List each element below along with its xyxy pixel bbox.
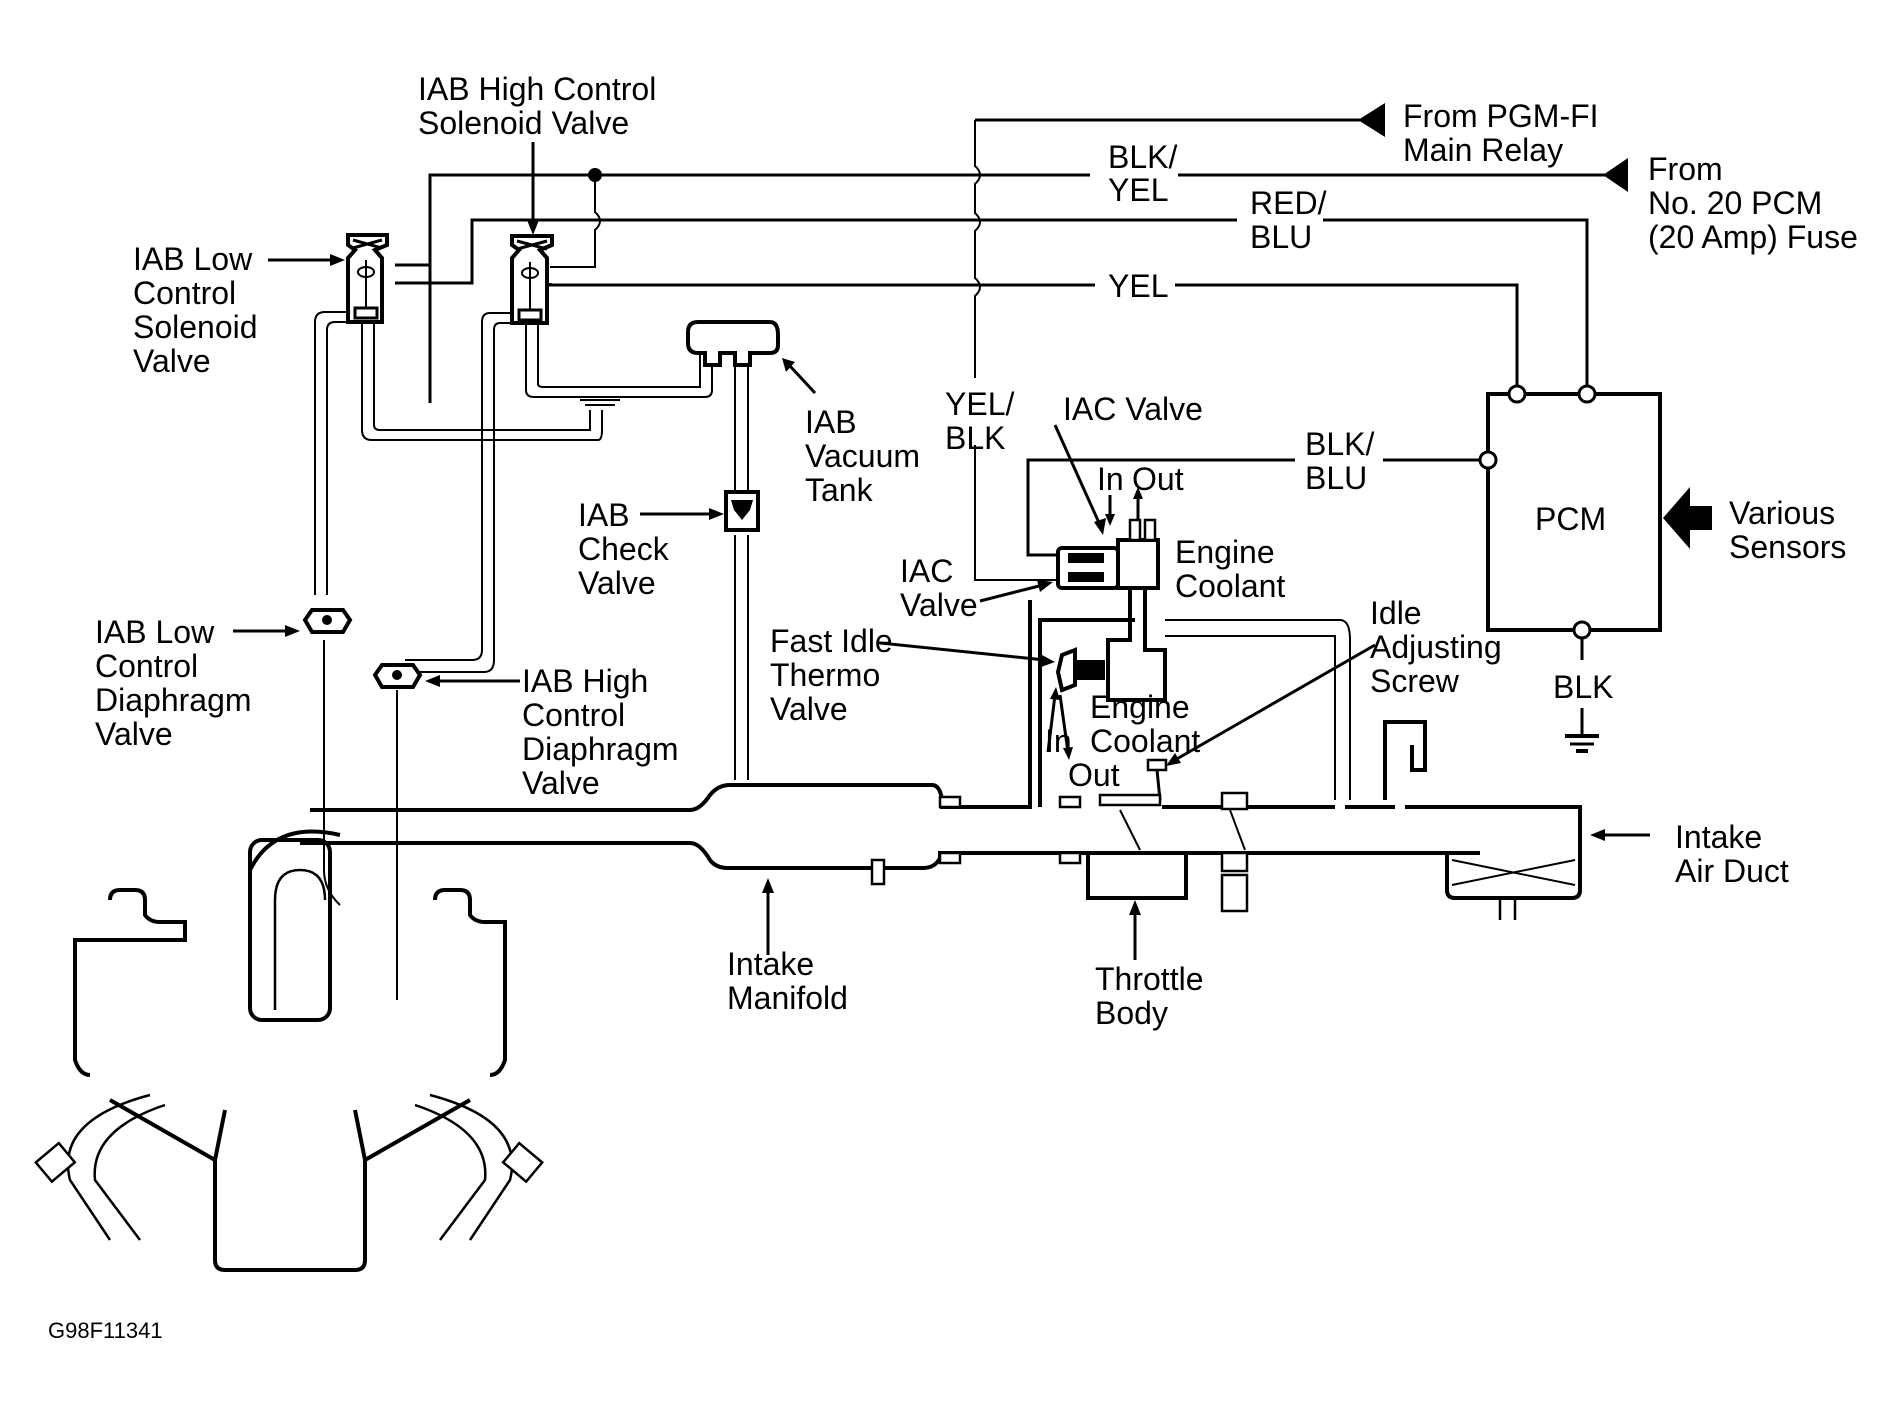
label-iab-low-diaphragm-3: Diaphragm (95, 682, 252, 718)
wire-red-blu (395, 218, 1237, 285)
label-idle-adjusting-3: Screw (1370, 663, 1460, 699)
pcm-terminal-ground (1572, 620, 1592, 640)
label-iab-low-diaphragm-1: IAB Low (95, 614, 215, 650)
pcm-terminal-blk-blu (1478, 450, 1498, 470)
wire-blk-yel-branch (550, 175, 601, 268)
iab-high-control-solenoid-valve[interactable] (510, 234, 554, 325)
label-iab-high-diaphragm-1: IAB High (522, 663, 648, 699)
label-iab-vacuum-tank-1: IAB (805, 404, 857, 440)
label-fast-idle-3: Valve (770, 691, 848, 727)
throttle-body[interactable] (1086, 791, 1249, 913)
pcm-terminal-red-blu (1577, 384, 1597, 404)
label-iab-high-diaphragm-4: Valve (522, 765, 600, 801)
label-iab-low-solenoid-4: Valve (133, 343, 211, 379)
wire-label-blk-blu-1: BLK/ (1305, 426, 1374, 462)
wire-label-red-blu-2: BLU (1250, 219, 1312, 255)
iab-low-control-diaphragm-valve[interactable] (302, 608, 353, 634)
label-iab-low-solenoid-1: IAB Low (133, 241, 253, 277)
ground-icon (1565, 734, 1599, 753)
label-idle-adjusting-1: Idle (1370, 595, 1422, 631)
label-iab-low-diaphragm-2: Control (95, 648, 198, 684)
intake-manifold[interactable] (300, 600, 1480, 886)
label-iac-valve-left-1: IAC (900, 553, 953, 589)
label-intake-air-duct-2: Air Duct (1675, 853, 1789, 889)
label-intake-air-duct-1: Intake (1675, 819, 1762, 855)
label-various-sensors-2: Sensors (1729, 529, 1846, 565)
wire-label-yel: YEL (1108, 268, 1168, 304)
label-from-fuse-1: From (1648, 151, 1723, 187)
wire-label-blk-blu-2: BLU (1305, 460, 1367, 496)
wire-yel-right (1175, 283, 1519, 390)
pcm-label: PCM (1535, 501, 1606, 537)
iac-valve[interactable] (1056, 518, 1160, 590)
wire-label-red-blu-1: RED/ (1250, 185, 1327, 221)
iab-low-control-solenoid-valve[interactable] (346, 233, 389, 324)
figure-id: G98F11341 (48, 1318, 163, 1343)
label-iab-high-solenoid-2: Solenoid Valve (418, 105, 629, 141)
iab-high-control-diaphragm-valve[interactable] (372, 663, 423, 689)
wire-blk-blu (1026, 458, 1295, 557)
label-in-lower: In (1045, 723, 1072, 759)
label-iab-check-valve-2: Check (578, 531, 670, 567)
coolant-passage (1106, 588, 1351, 800)
label-intake-manifold-2: Manifold (727, 980, 848, 1016)
label-out-lower: Out (1068, 757, 1120, 793)
label-out-upper: Out (1132, 461, 1184, 497)
label-iab-low-diaphragm-4: Valve (95, 716, 173, 752)
label-iab-high-solenoid-1: IAB High Control (418, 71, 656, 107)
vacuum-hoses (314, 311, 749, 1000)
intake-air-duct[interactable] (1383, 720, 1582, 920)
label-from-pgmfi-2: Main Relay (1403, 132, 1563, 168)
label-iac-valve-left-2: Valve (900, 587, 978, 623)
label-throttle-body-2: Body (1095, 995, 1168, 1031)
label-in-upper: In (1097, 461, 1124, 497)
label-iab-high-diaphragm-3: Diaphragm (522, 731, 679, 767)
various-sensors-arrow-icon (1663, 487, 1712, 549)
labels: IAB High Control Solenoid Valve IAB Low … (48, 71, 1858, 1343)
label-from-pgmfi-1: From PGM-FI (1403, 98, 1599, 134)
label-engine-coolant-lower-1: Engine (1090, 689, 1190, 725)
wire-yel-blk-lower (974, 445, 1058, 581)
connector-arrow-pgmfi (1358, 103, 1385, 137)
pcm-terminal-yel (1507, 384, 1527, 404)
label-fast-idle-2: Thermo (770, 657, 880, 693)
engine (34, 829, 544, 1272)
connector-arrow-fuse (1603, 158, 1628, 192)
wire-label-yel-blk-1: YEL/ (945, 386, 1014, 422)
fast-idle-thermo-valve[interactable] (1055, 647, 1105, 693)
iab-vacuum-tank[interactable] (686, 320, 780, 367)
label-idle-adjusting-2: Adjusting (1370, 629, 1502, 665)
label-engine-coolant-upper-1: Engine (1175, 534, 1275, 570)
label-various-sensors-1: Various (1729, 495, 1835, 531)
wire-blk-yel (428, 173, 1090, 403)
label-intake-manifold-1: Intake (727, 946, 814, 982)
label-iab-low-solenoid-3: Solenoid (133, 309, 258, 345)
label-throttle-body-1: Throttle (1095, 961, 1203, 997)
label-iab-high-diaphragm-2: Control (522, 697, 625, 733)
wire-yel-blk (974, 120, 981, 378)
wiring (395, 103, 1628, 753)
wire-label-yel-blk-2: BLK (945, 420, 1005, 456)
wire-label-blk-yel-2: YEL (1108, 172, 1168, 208)
wire-yel (548, 283, 1095, 287)
wire-label-blk-ground: BLK (1553, 669, 1613, 705)
label-from-fuse-3: (20 Amp) Fuse (1648, 219, 1858, 255)
label-from-fuse-2: No. 20 PCM (1648, 185, 1822, 221)
wire-red-blu-right (1323, 218, 1589, 390)
label-iab-vacuum-tank-2: Vacuum (805, 438, 920, 474)
label-engine-coolant-upper-2: Coolant (1175, 568, 1285, 604)
idle-adjusting-screw[interactable] (1098, 758, 1168, 807)
label-engine-coolant-lower-2: Coolant (1090, 723, 1200, 759)
pcm-module[interactable]: PCM (1478, 384, 1662, 640)
label-fast-idle-1: Fast Idle (770, 623, 893, 659)
intake-air-passage (1038, 618, 1582, 853)
label-iab-low-solenoid-2: Control (133, 275, 236, 311)
label-iab-check-valve-1: IAB (578, 497, 630, 533)
iab-check-valve[interactable] (724, 490, 760, 532)
label-iab-vacuum-tank-3: Tank (805, 472, 874, 508)
label-iab-check-valve-3: Valve (578, 565, 656, 601)
leader-arrows (233, 142, 1650, 960)
wire-label-blk-yel-1: BLK/ (1108, 139, 1177, 175)
label-iac-valve-top: IAC Valve (1063, 391, 1203, 427)
